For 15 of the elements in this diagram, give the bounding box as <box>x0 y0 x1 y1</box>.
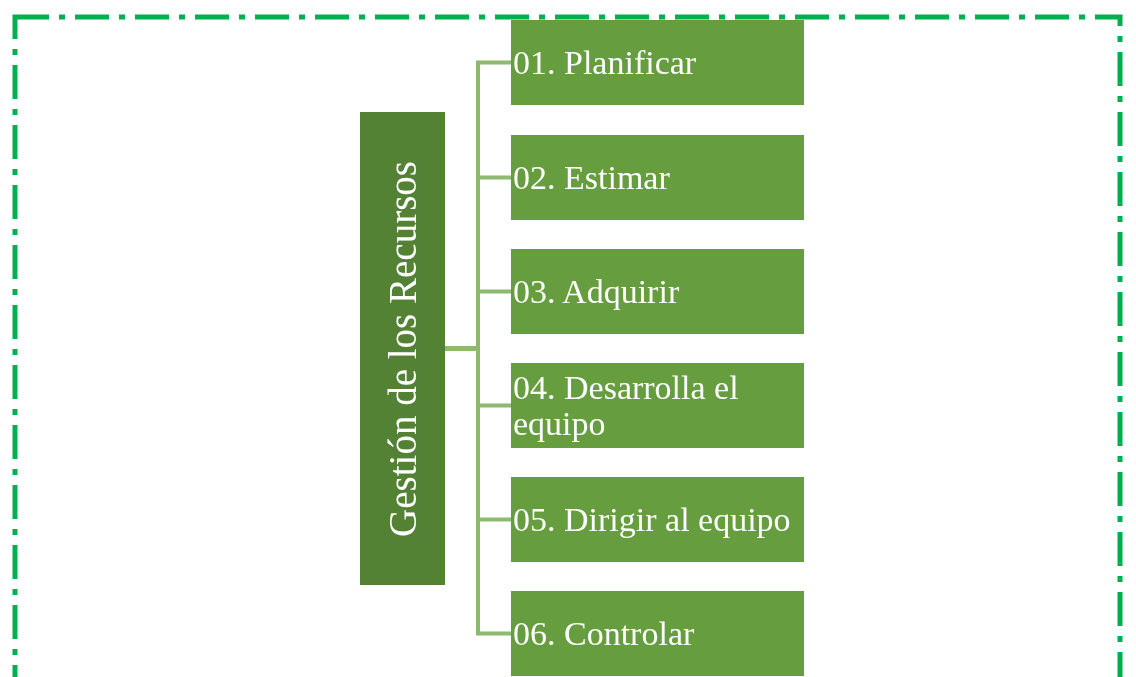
process-box <box>511 20 804 105</box>
box-label: 04. Desarrolla el equipo <box>513 369 740 442</box>
process-box <box>511 477 804 562</box>
process-box <box>511 249 804 334</box>
connector-line <box>445 346 511 636</box>
box-label: 05. Dirigir al equipo <box>513 501 791 538</box>
box-label: 01. Planificar <box>513 44 697 81</box>
box-label: 06. Controlar <box>513 615 695 652</box>
process-box <box>511 591 804 676</box>
process-box <box>511 135 804 220</box>
process-box <box>511 363 804 448</box>
box-label: Gestión de los Recursos <box>380 160 425 537</box>
box-label: 03. Adquirir <box>513 273 680 310</box>
box-label: 02. Estimar <box>513 159 670 196</box>
title-box <box>360 112 445 585</box>
